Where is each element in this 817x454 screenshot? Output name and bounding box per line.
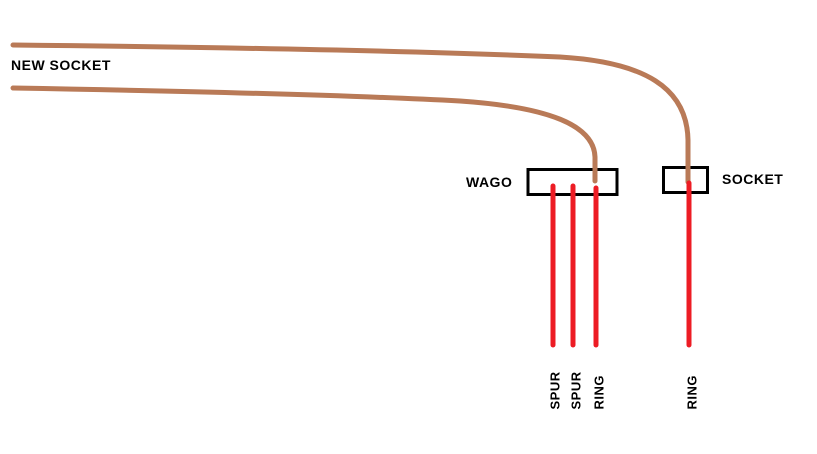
new-socket-label: NEW SOCKET [11,57,111,73]
wago-label: WAGO [466,174,513,190]
wire-label-spur-1: SPUR [547,371,563,410]
socket-box [662,166,709,194]
wire-label-spur-2: SPUR [568,371,584,410]
brown-wire-to-wago [10,85,598,184]
brown-wire-to-socket [10,42,691,185]
wire-label-ring-wago: RING [591,375,607,410]
socket-label: SOCKET [722,171,784,187]
wire-label-ring-socket: RING [684,375,700,410]
